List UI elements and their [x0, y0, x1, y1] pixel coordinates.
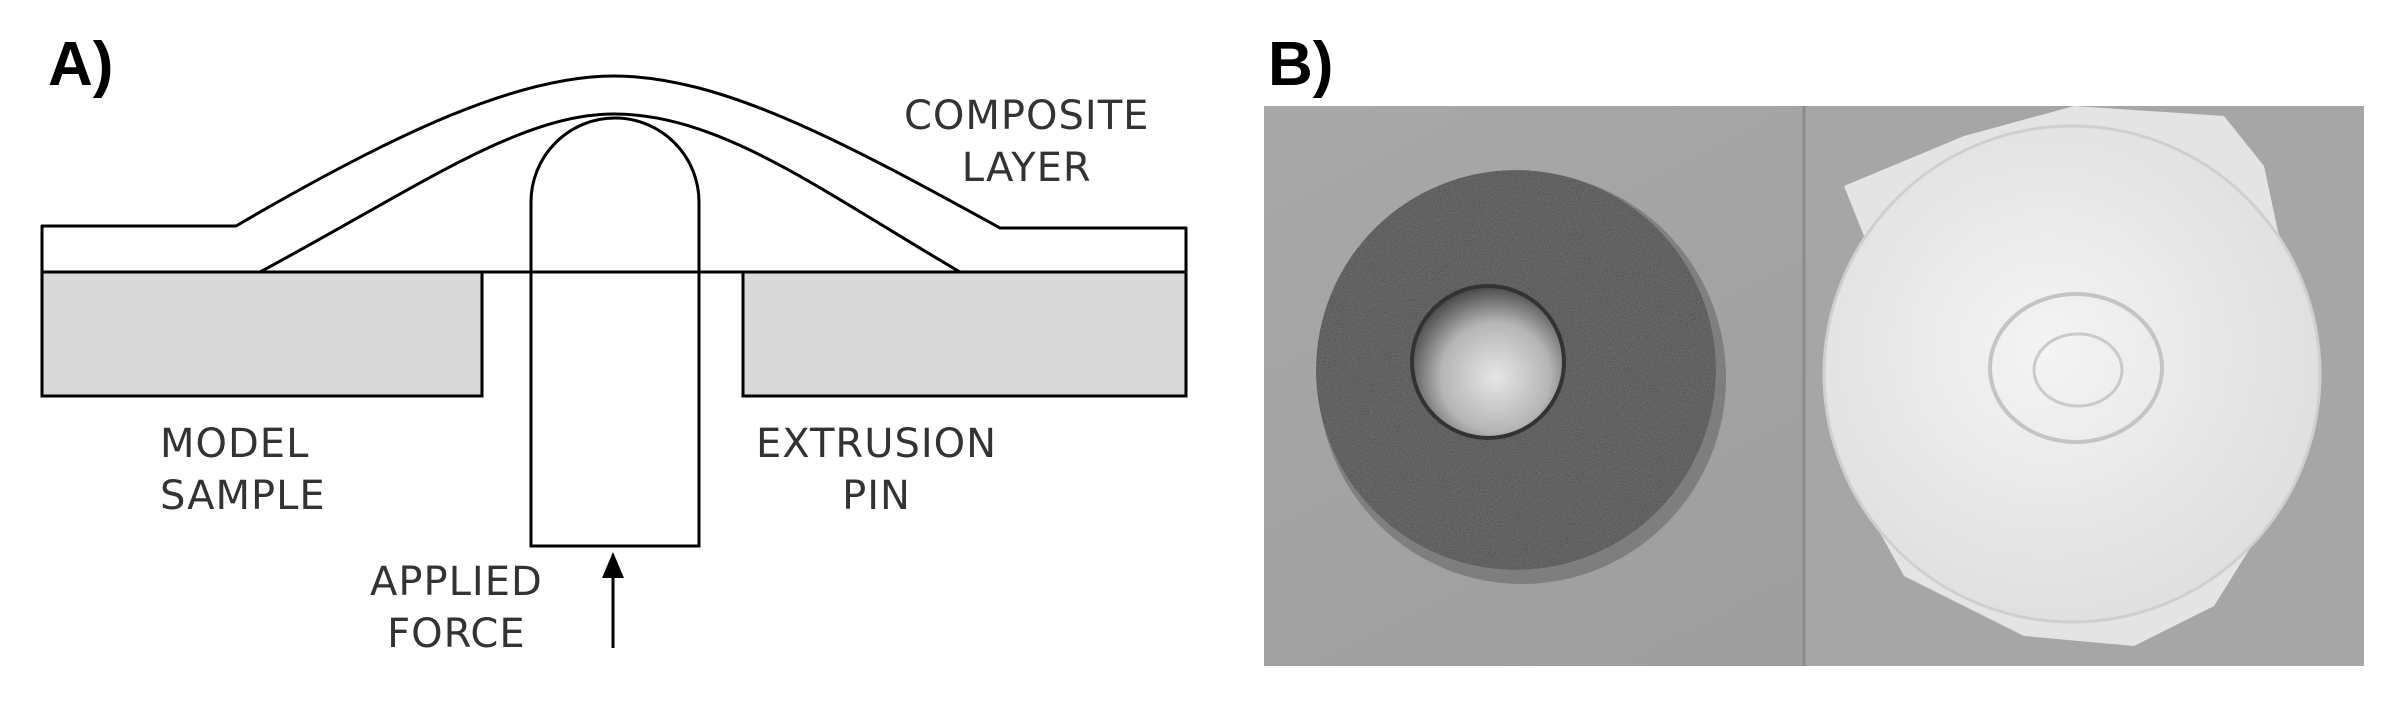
applied-force-label-line2: FORCE [387, 611, 526, 657]
coated-disc-bulge-inner [2032, 332, 2124, 408]
extrusion-test-schematic [40, 74, 1188, 648]
extrusion-pin [529, 116, 701, 548]
sample-photograph [1264, 106, 2364, 666]
coated-disc-bulge-outer [1988, 292, 2164, 444]
composite-layer [40, 74, 1188, 272]
applied-force-label: APPLIED FORCE [370, 556, 543, 660]
composite-coated-disc [1822, 124, 2322, 624]
composite-layer-label-line1: COMPOSITE [904, 93, 1150, 139]
composite-layer-label: COMPOSITE LAYER [904, 90, 1149, 194]
force-arrow-head [602, 552, 624, 578]
composite-layer-label-line2: LAYER [961, 145, 1092, 191]
model-sample-label-line2: SAMPLE [160, 473, 326, 519]
model-sample-label-line1: MODEL [160, 421, 310, 467]
disc-center-hole [1410, 284, 1566, 440]
model-sample-right-block [741, 270, 1188, 398]
extrusion-pin-label-line1: EXTRUSION [756, 421, 998, 467]
extrusion-pin-label-line2: PIN [842, 473, 911, 519]
model-sample-left-block [40, 270, 484, 398]
panel-b-letter: B) [1268, 30, 1334, 99]
panel-a-letter: A) [48, 30, 114, 99]
extrusion-pin-label: EXTRUSION PIN [756, 418, 997, 522]
applied-force-label-line1: APPLIED [370, 559, 543, 605]
model-sample-label: MODEL SAMPLE [160, 418, 326, 522]
